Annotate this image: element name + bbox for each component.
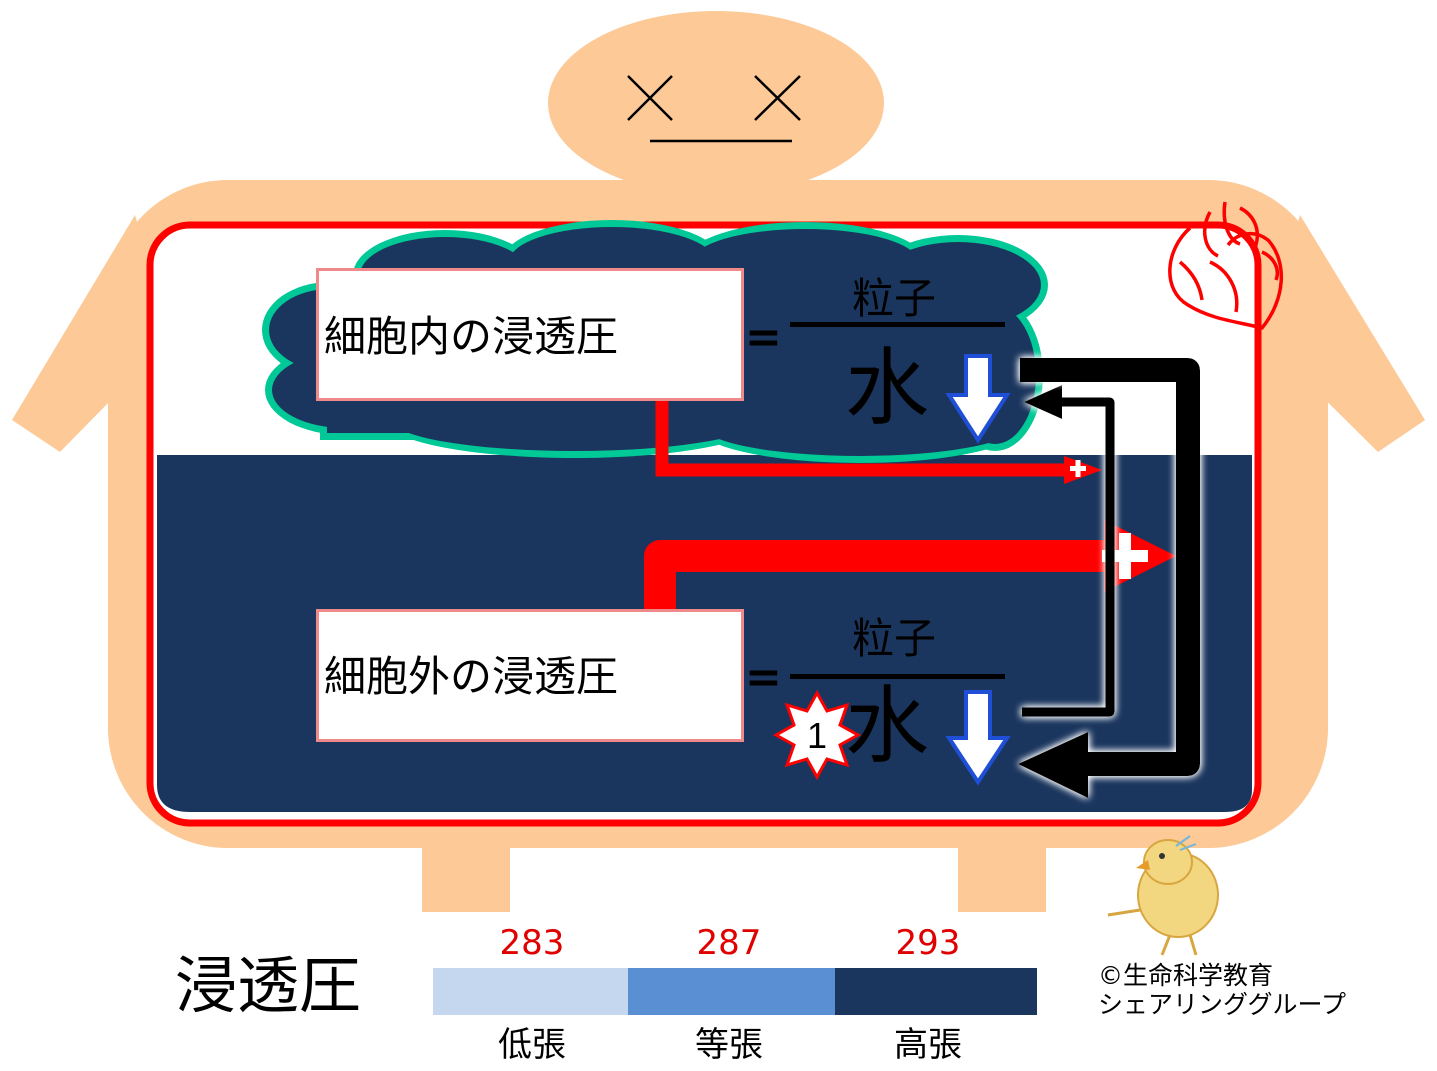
scale-title: 浸透圧 bbox=[175, 949, 362, 1022]
down-arrow-icon-inner bbox=[945, 354, 1011, 444]
scale-label-hypertonic: 高張 bbox=[894, 1025, 962, 1065]
starburst-badge-number: 1 bbox=[807, 715, 827, 756]
denominator-outer: 水 bbox=[845, 677, 930, 775]
numerator-inner: 粒子 bbox=[852, 274, 937, 323]
black-arrow-thick bbox=[1018, 358, 1200, 798]
chick-icon bbox=[1107, 835, 1219, 956]
equals-sign-outer: = bbox=[745, 652, 782, 703]
copyright-text: ©生命科学教育 シェアリンググループ bbox=[1098, 961, 1347, 1020]
scale-value-hypotonic: 283 bbox=[499, 923, 565, 963]
scale-value-isotonic: 287 bbox=[696, 923, 762, 963]
extracellular-box bbox=[316, 609, 744, 742]
extracellular-label: 細胞外の浸透圧 bbox=[324, 652, 619, 701]
scale-label-isotonic: 等張 bbox=[695, 1025, 763, 1065]
scale-segment-isotonic bbox=[628, 968, 835, 1015]
fraction-bar-inner bbox=[790, 322, 1005, 327]
intracellular-label: 細胞内の浸透圧 bbox=[324, 312, 619, 361]
scale-segment-hypotonic bbox=[433, 968, 628, 1015]
copyright-line2: シェアリンググループ bbox=[1098, 989, 1347, 1019]
numerator-outer: 粒子 bbox=[852, 614, 937, 663]
scale-label-hypotonic: 低張 bbox=[498, 1025, 566, 1065]
scale-value-hypertonic: 293 bbox=[895, 923, 961, 963]
equals-sign-inner: = bbox=[745, 312, 782, 363]
down-arrow-icon-outer bbox=[945, 690, 1011, 786]
fraction-bar-outer bbox=[790, 674, 1005, 679]
face-x-eye-right bbox=[754, 75, 801, 121]
starburst-badge-icon bbox=[772, 689, 862, 781]
plus-icon-small bbox=[1070, 460, 1086, 477]
face-x-eye-left bbox=[627, 75, 673, 121]
denominator-inner: 水 bbox=[845, 339, 930, 437]
black-arrow-thin bbox=[1022, 385, 1115, 717]
heart-icon bbox=[1168, 201, 1284, 330]
figure-head bbox=[548, 11, 884, 195]
copyright-line1: ©生命科学教育 bbox=[1098, 961, 1274, 990]
scale-segment-hypertonic bbox=[835, 968, 1037, 1015]
intracellular-box bbox=[316, 268, 744, 401]
